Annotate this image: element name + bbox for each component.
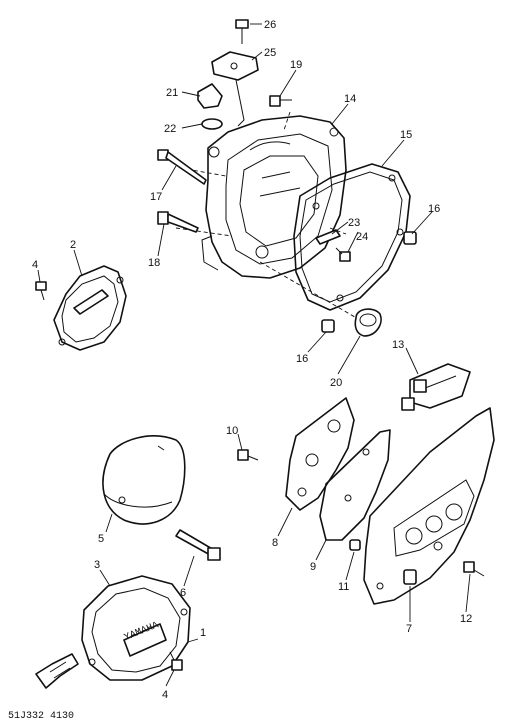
gasket-plate (319, 429, 391, 541)
grommet-7 (403, 569, 417, 585)
callout-26: 26 (264, 19, 276, 31)
catalog-code: 51J332 4130 (8, 711, 74, 722)
dowel-pin (315, 229, 341, 245)
dowel-11 (349, 539, 361, 551)
mounting-bracket (285, 397, 355, 511)
callout-4b: 4 (162, 689, 168, 701)
leader-lines (37, 23, 471, 687)
callout-6: 6 (180, 587, 186, 599)
callout-11: 11 (338, 581, 349, 593)
crankcase-cover (201, 115, 347, 279)
bolt-24 (335, 247, 351, 262)
callout-10: 10 (226, 425, 238, 437)
cap-plug (197, 83, 223, 109)
callout-25: 25 (264, 47, 276, 59)
side-cover (363, 407, 495, 605)
callout-5: 5 (98, 533, 104, 545)
cup-cover (102, 435, 186, 525)
callout-12: 12 (460, 613, 472, 625)
callout-3: 3 (94, 559, 100, 571)
callout-2: 2 (70, 239, 76, 251)
callout-8: 8 (272, 537, 278, 549)
rubber-cap (354, 308, 382, 337)
bolt-10 (237, 449, 259, 461)
outer-cover: YAMAHA (81, 575, 191, 681)
callout-17: 17 (150, 191, 162, 203)
callout-20: 20 (330, 377, 342, 389)
callout-22: 22 (164, 123, 176, 135)
callout-labels: 1 2 3 4 4 5 6 7 8 9 10 11 12 13 14 15 16… (32, 19, 472, 701)
long-bolt-upper (157, 149, 207, 185)
callout-21: 21 (166, 87, 178, 99)
small-round-cover (53, 265, 127, 351)
long-bolt-6 (175, 529, 221, 561)
callout-14: 14 (344, 93, 356, 105)
grommet-right (403, 231, 417, 245)
bolt-lower (169, 651, 183, 671)
clamp-bracket (401, 363, 471, 411)
callout-1: 1 (200, 627, 206, 639)
callout-9: 9 (310, 561, 316, 573)
bolt-12 (463, 561, 485, 577)
callout-18: 18 (148, 257, 160, 269)
callout-15: 15 (400, 129, 412, 141)
bolt-small (269, 95, 292, 107)
callout-24: 24 (356, 231, 368, 243)
callout-13: 13 (392, 339, 404, 351)
long-bolt-lower (157, 211, 199, 233)
o-ring (201, 118, 223, 130)
callout-4a: 4 (32, 259, 38, 271)
callout-7: 7 (406, 623, 412, 635)
callout-16b: 16 (296, 353, 308, 365)
callout-23: 23 (348, 217, 360, 229)
bolt-upper-left (35, 281, 47, 301)
breather-plate (211, 51, 259, 127)
callout-19: 19 (290, 59, 302, 71)
callout-16a: 16 (428, 203, 440, 215)
cover-gasket (293, 163, 411, 311)
grommet-bottom (321, 319, 335, 333)
front-arrow-icon (35, 653, 79, 689)
bolt-top (235, 19, 249, 44)
